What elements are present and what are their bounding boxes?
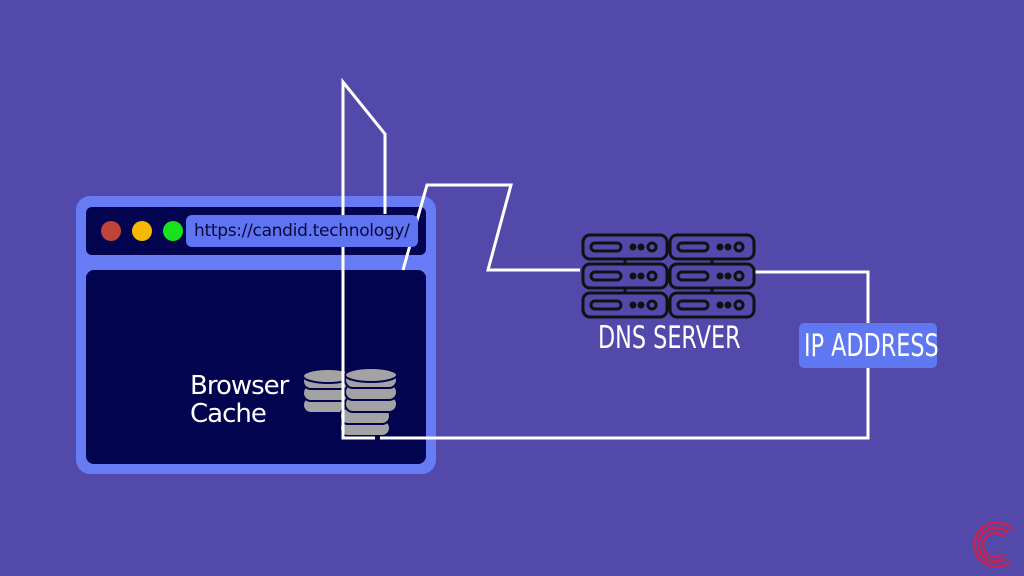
dns-server-label: DNS SERVER [598, 320, 741, 356]
address-bar[interactable]: https://candid.technology/ [186, 215, 418, 247]
browser-cache-label: Browser Cache [190, 371, 289, 429]
connector-lines [341, 77, 870, 440]
close-dot [101, 221, 121, 241]
ip-address-label: IP ADDRESS [804, 328, 939, 364]
database-stack-icon [302, 367, 398, 437]
browser-window [76, 196, 436, 474]
server-rack-icon [581, 233, 756, 319]
candid-logo-icon [973, 521, 1013, 568]
maximize-dot [163, 221, 183, 241]
cache-label-line2: Cache [190, 399, 267, 429]
ip-address-badge: IP ADDRESS [799, 323, 939, 368]
cache-label-line1: Browser [190, 371, 289, 401]
minimize-dot [132, 221, 152, 241]
